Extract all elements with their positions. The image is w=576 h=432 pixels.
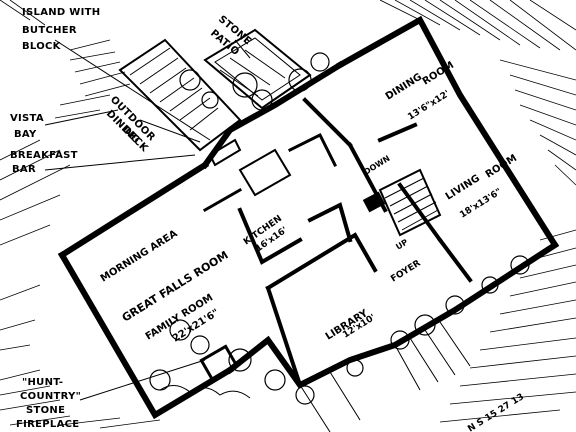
stair-up-label: UP <box>394 237 409 251</box>
stair-down-label: DOWN <box>362 154 391 177</box>
foyer-label: FOYER <box>389 259 422 285</box>
callout-fireplace-4: FIREPLACE <box>16 419 79 430</box>
dining-room-label: DINING <box>384 72 424 103</box>
shrubs <box>149 52 530 405</box>
callout-island-2: BUTCHER <box>22 25 77 36</box>
callout-breakfast-bar-2: BAR <box>12 164 36 175</box>
corner-annotation: N S 15 27 13 <box>466 392 526 432</box>
callout-island-3: BLOCK <box>22 41 62 52</box>
callout-fireplace-2: COUNTRY" <box>20 391 81 402</box>
exterior-walls <box>57 15 560 420</box>
callout-island-1: ISLAND WITH <box>22 7 100 18</box>
staircase <box>362 168 442 237</box>
morning-area-label: MORNING AREA <box>99 228 180 284</box>
living-room-label: LIVING <box>444 173 482 203</box>
stone-patio <box>203 28 312 110</box>
callout-vista-bay-1: VISTA <box>10 113 44 124</box>
callout-breakfast-bar-1: BREAKFAST <box>10 150 78 161</box>
front-porch <box>299 321 471 432</box>
callout-fireplace-3: STONE <box>26 405 65 416</box>
stone-fireplace <box>159 344 251 399</box>
kitchen-island <box>208 138 292 197</box>
callout-vista-bay-2: BAY <box>14 129 37 140</box>
dining-room-size: 13'6"x12' <box>406 89 451 123</box>
callout-leaders <box>44 39 251 401</box>
outdoor-dining-deck <box>118 38 242 152</box>
callout-fireplace-1: "HUNT- <box>22 377 63 388</box>
